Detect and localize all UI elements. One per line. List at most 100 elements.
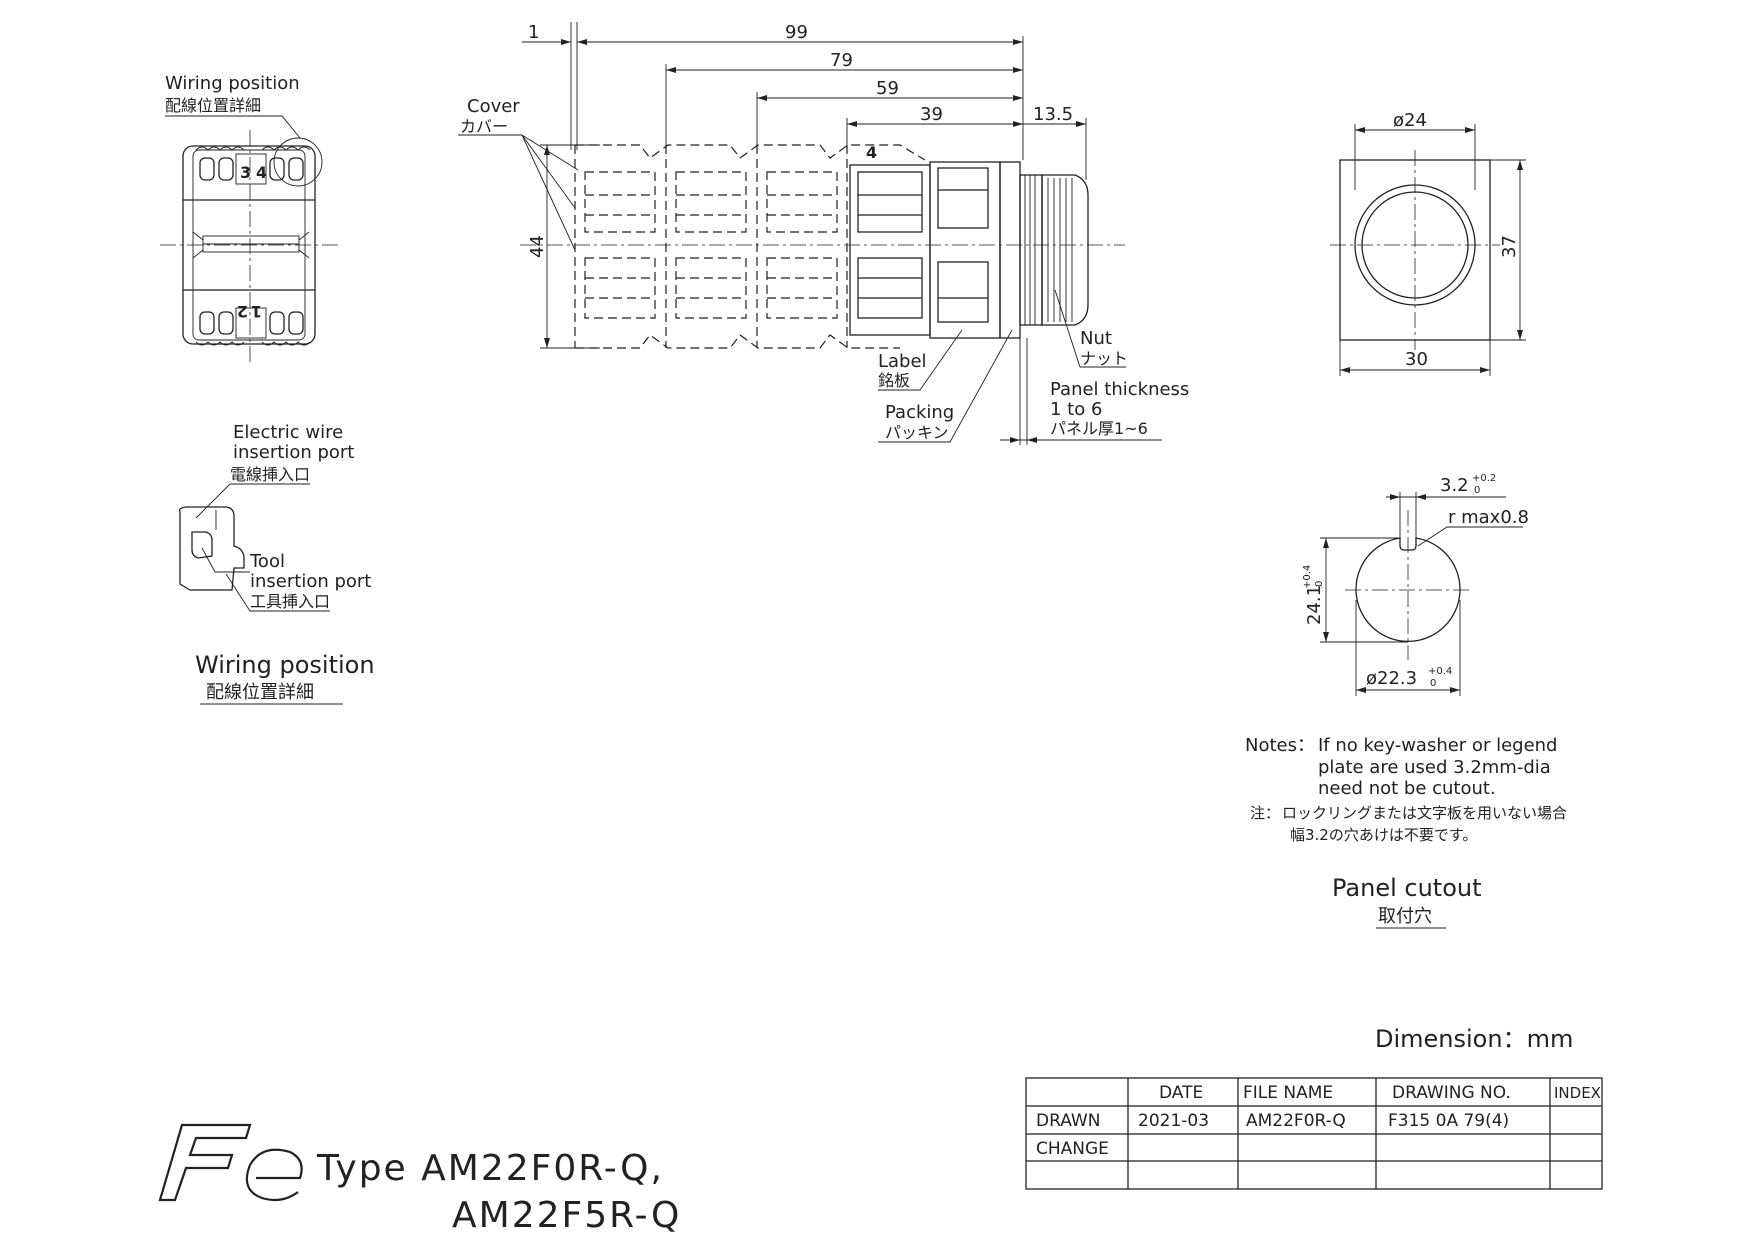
cover-label-ja: カバー xyxy=(460,117,508,136)
tb-drawn-file: AM22F0R-Q xyxy=(1246,1111,1346,1131)
top-terminals xyxy=(195,146,311,185)
bezel-assembly xyxy=(999,161,1089,339)
label-leader xyxy=(878,329,963,391)
panel-thickness-line2: 1 to 6 xyxy=(1050,399,1102,420)
bottom-terminals xyxy=(195,307,311,346)
dim-key-width-tol-lower: 0 xyxy=(1474,485,1480,496)
nut-label-ja: ナット xyxy=(1080,349,1128,368)
dim-44: 44 xyxy=(527,235,548,258)
dimension-unit: Dimension：mm xyxy=(1375,1025,1573,1053)
block-internals xyxy=(584,171,838,319)
terminal-label-3: 3 xyxy=(240,163,251,182)
notes-line-3: need not be cutout. xyxy=(1318,778,1496,799)
notes-line-2: plate are used 3.2mm-dia xyxy=(1318,757,1551,778)
contact-blocks xyxy=(574,144,926,349)
nut-leader xyxy=(1054,289,1126,368)
tb-header-file-name: FILE NAME xyxy=(1243,1083,1333,1103)
tool-port-label-2: insertion port xyxy=(250,571,371,592)
type-line-1: Type AM22F0R-Q, xyxy=(316,1148,664,1189)
wiring-position-label-ja: 配線位置詳細 xyxy=(165,96,261,115)
port-body xyxy=(178,506,245,591)
dim-cut-diameter: ø22.3 xyxy=(1366,668,1417,689)
cutout-outline xyxy=(1355,537,1461,643)
notes-ja-line-1: ロックリングまたは文字板を用いない場合 xyxy=(1282,804,1567,822)
tool-port-leader xyxy=(225,573,330,612)
cover-leader xyxy=(458,134,576,209)
detail-title-ja: 配線位置詳細 xyxy=(206,682,314,703)
tool-port-label-1: Tool xyxy=(249,551,285,572)
tool-port-leader-2 xyxy=(201,547,250,573)
packing-leader xyxy=(878,329,1013,443)
wiring-position-view: Wiring position 配線位置詳細 3 4 xyxy=(160,73,340,365)
front-block xyxy=(849,161,1001,339)
dim-key-width-tol-upper: +0.2 xyxy=(1472,473,1496,484)
dim-39: 39 xyxy=(920,104,943,125)
packing-label-ja: パッキン xyxy=(885,423,949,442)
notes-prefix-en: Notes： xyxy=(1245,735,1315,756)
cover-label-en: Cover xyxy=(467,96,520,117)
middle-section xyxy=(192,231,310,259)
notes-prefix-ja: 注： xyxy=(1250,804,1280,822)
wiring-position-detail-circle xyxy=(273,137,323,187)
tb-header-drawing-no: DRAWING NO. xyxy=(1392,1083,1511,1103)
nut-label-en: Nut xyxy=(1080,328,1112,349)
terminal-label-2: 2 xyxy=(237,302,248,321)
terminal-label-4: 4 xyxy=(256,163,267,182)
dim-1: 1 xyxy=(528,22,539,43)
dim-59: 59 xyxy=(876,78,899,99)
notes: Notes： If no key-washer or legend plate … xyxy=(1245,735,1567,844)
notes-ja-line-2: 幅3.2の穴あけは不要です。 xyxy=(1290,826,1477,844)
type-line-2: AM22F5R-Q xyxy=(452,1195,681,1236)
panel-thickness-ja: パネル厚1~6 xyxy=(1050,419,1148,438)
tool-port-label-ja: 工具挿入口 xyxy=(250,592,330,611)
wiring-position-leader xyxy=(165,115,301,139)
dim-cut-height-group: 24.1 +0.4 0 xyxy=(1302,565,1325,625)
company-logo: Fe xyxy=(0,0,303,1202)
block-number-label: 4 xyxy=(866,143,877,162)
dim-dia24: ø24 xyxy=(1393,110,1427,131)
tb-row-drawn: DRAWN xyxy=(1036,1111,1100,1131)
notes-line-1: If no key-washer or legend xyxy=(1318,735,1557,756)
dim-cut-height: 24.1 xyxy=(1304,585,1325,625)
logo-text: Fe xyxy=(0,0,2,1)
dim-cut-diameter-tol-lower: 0 xyxy=(1430,678,1436,689)
wiring-position-label-en: Wiring position xyxy=(165,73,300,94)
dim-13-5: 13.5 xyxy=(1033,104,1073,125)
packing-label-en: Packing xyxy=(885,402,954,423)
wire-port-detail: Electric wire insertion port 電線挿入口 Tool … xyxy=(178,422,375,705)
dim-cut-height-tol-lower: 0 xyxy=(1314,581,1325,587)
bottom-terminal-labels: 1 2 xyxy=(237,302,262,321)
dim-cut-diameter-tol-upper: +0.4 xyxy=(1428,666,1452,677)
terminal-label-1: 1 xyxy=(251,302,262,321)
dim-99: 99 xyxy=(785,22,808,43)
tb-row-change: CHANGE xyxy=(1036,1139,1109,1159)
tb-drawn-number: F315 0A 79(4) xyxy=(1388,1111,1509,1131)
dim-key-radius: r max0.8 xyxy=(1448,507,1529,528)
title-block: DATE FILE NAME DRAWING NO. INDEX DRAWN 2… xyxy=(1025,1077,1603,1190)
dim-arrows xyxy=(561,39,1086,127)
detail-title-en: Wiring position xyxy=(195,651,375,679)
radius-leader xyxy=(1417,526,1523,547)
dim-79: 79 xyxy=(830,50,853,71)
side-view: 1 99 79 59 39 13.5 xyxy=(458,22,1189,445)
port-opening xyxy=(191,531,213,559)
panel-cutout-title-ja: 取付穴 xyxy=(1378,906,1432,927)
wire-port-leader xyxy=(195,483,231,519)
wire-port-label-2: insertion port xyxy=(233,442,354,463)
wire-port-label-1: Electric wire xyxy=(233,422,343,443)
tb-header-date: DATE xyxy=(1159,1083,1203,1103)
panel-cutout-view: 3.2 +0.2 0 r max0.8 24.1 +0.4 0 ø22.3 +0… xyxy=(1302,473,1529,696)
dim-key-width: 3.2 xyxy=(1440,475,1469,496)
panel-thickness-line1: Panel thickness xyxy=(1050,379,1189,400)
panel-cutout-title-en: Panel cutout xyxy=(1332,874,1482,902)
tb-header-index: INDEX xyxy=(1554,1084,1601,1102)
label-label-en: Label xyxy=(878,351,927,372)
dim-37: 37 xyxy=(1499,235,1520,258)
dim-cut-height-tol-upper: +0.4 xyxy=(1302,565,1313,589)
wire-port-label-ja: 電線挿入口 xyxy=(230,465,310,484)
label-label-ja: 銘板 xyxy=(878,371,910,390)
dim-30: 30 xyxy=(1405,349,1428,370)
tb-drawn-date: 2021-03 xyxy=(1138,1111,1209,1131)
nut-knurling xyxy=(1047,178,1073,322)
